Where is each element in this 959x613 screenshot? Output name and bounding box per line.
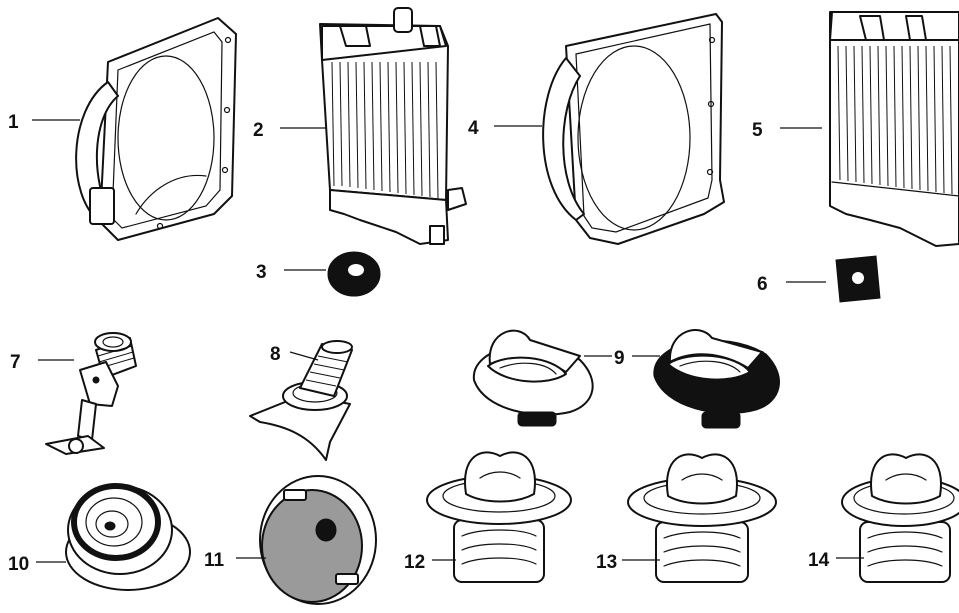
part-9-cap-light: [472, 329, 594, 427]
callout-4: 4: [468, 118, 479, 139]
callout-7: 7: [10, 352, 21, 373]
callout-6: 6: [757, 274, 768, 295]
part-4-fan-shroud: [542, 13, 725, 245]
callout-1: 1: [8, 112, 19, 133]
callout-8: 8: [270, 344, 281, 365]
part-5-radiator: [829, 11, 959, 247]
part-9-cap-dark: [653, 329, 780, 429]
radiator-2-fins: [331, 61, 439, 199]
callout-5: 5: [752, 120, 763, 141]
callout-2: 2: [253, 120, 264, 141]
callout-14: 14: [808, 550, 830, 571]
radiator-5-fins: [837, 45, 953, 195]
part-7-drain-tap: [45, 332, 137, 455]
part-11-pressure-cap: [259, 475, 377, 605]
part-14-thermostat: [841, 453, 959, 583]
part-10-pressure-cap: [65, 483, 191, 591]
callout-9: 9: [614, 348, 625, 369]
callout-13: 13: [596, 552, 617, 573]
part-8-filler-neck: [249, 340, 353, 461]
part-3-round-washer: [327, 251, 381, 297]
part-1-fan-shroud: [75, 17, 237, 241]
part-13-thermostat: [627, 453, 777, 583]
part-12-thermostat: [426, 451, 572, 583]
callout-3: 3: [256, 262, 267, 283]
callout-10: 10: [8, 554, 29, 575]
part-6-square-washer: [835, 255, 881, 303]
part-2-radiator: [319, 7, 467, 245]
callout-11: 11: [204, 550, 225, 571]
callout-12: 12: [404, 552, 425, 573]
leader-8: [289, 351, 319, 361]
